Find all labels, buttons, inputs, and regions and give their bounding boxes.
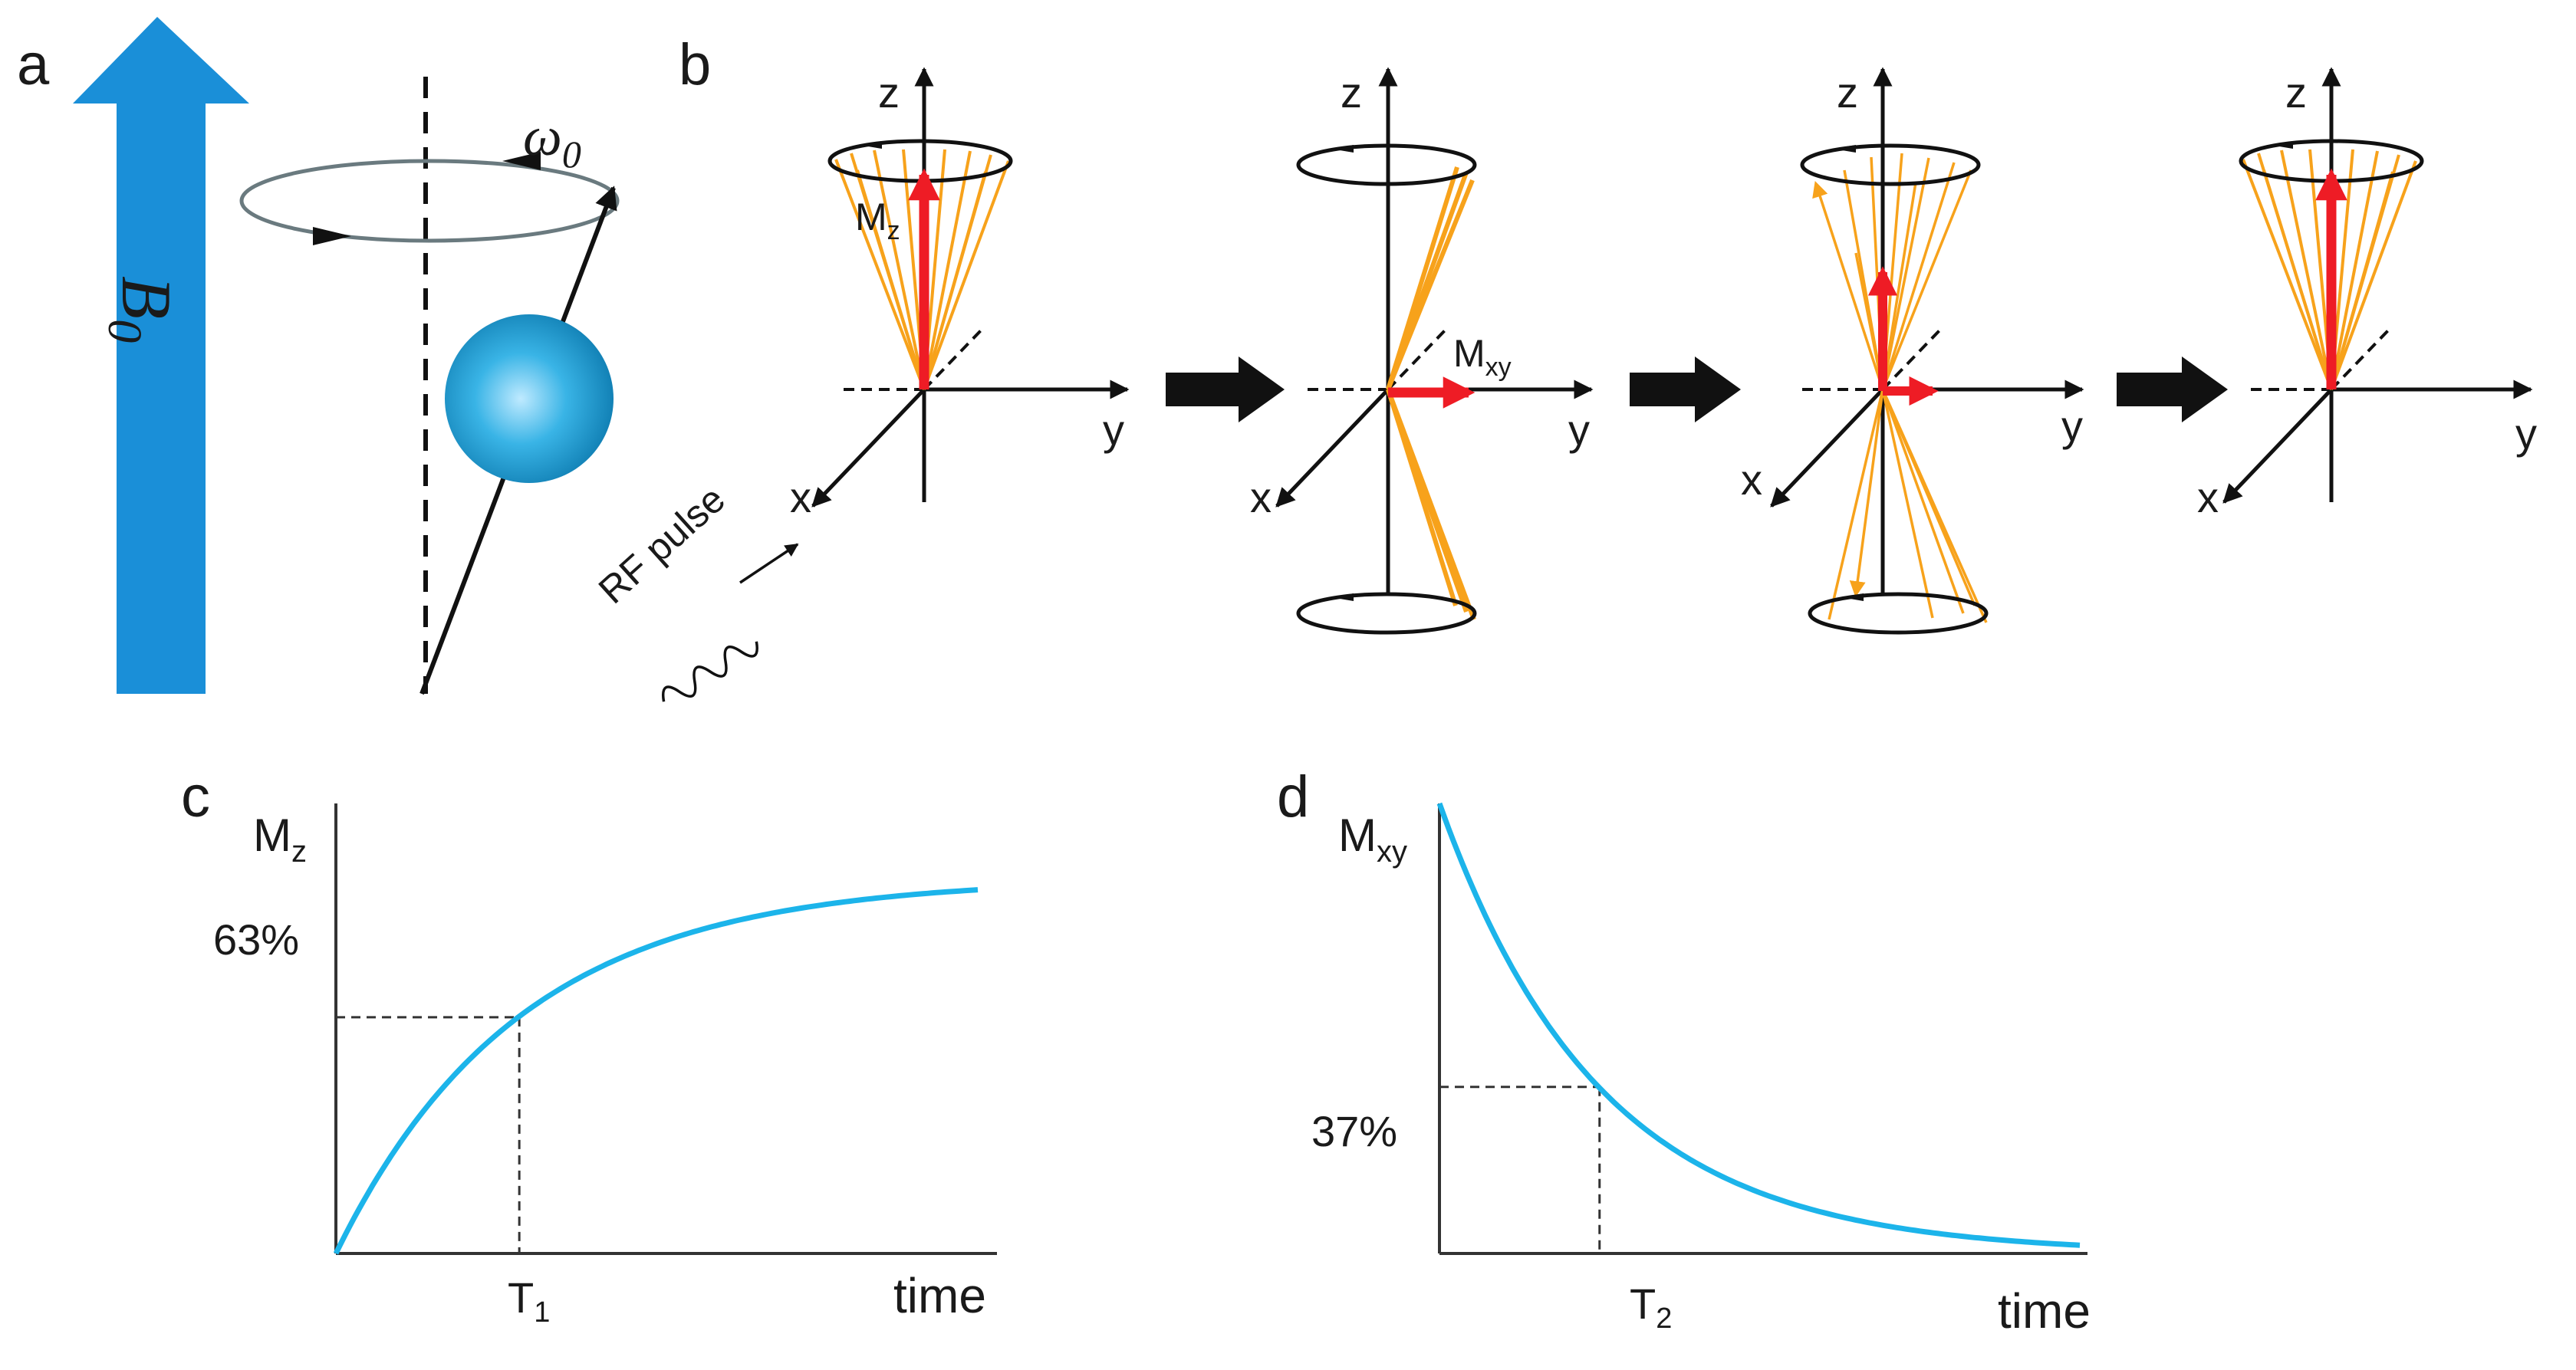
x-axis-back-dashed [2330,328,2390,391]
axis-x-label: x [2197,473,2219,521]
x-axis [1275,388,1390,508]
c-ylabel: Mz [253,810,307,869]
orbit-arrow-back [502,152,541,170]
mxy-label: Mxy [1453,332,1512,382]
x-axis-back-dashed [1387,328,1447,391]
rf-pulse-label: RF pulse [591,478,733,612]
precession-arrow-top [1833,145,1856,153]
panel-b: z y x Mz RF pulse [591,67,2537,702]
precession-orbit [239,159,620,243]
c-marker-y-label: 63% [213,915,299,964]
panel-c: Mz time 63% T1 [213,803,997,1329]
step-arrow-2 [1630,356,1741,422]
rf-pulse-arrow [739,543,799,584]
orbit-arrow-front [313,227,351,245]
frame-4-relaxed: z y x [2197,67,2537,521]
axis-y-label: y [2515,409,2537,458]
axis-z-label: z [1837,68,1858,117]
d-marker-y-label: 37% [1311,1107,1397,1155]
panel-label-a: a [17,32,50,97]
axis-z-label: z [1341,68,1362,117]
d-ylabel: Mxy [1338,810,1407,869]
b0-field-arrow [73,17,249,694]
precession-circle-bottom [1808,592,1989,635]
frame-1-equilibrium: z y x Mz RF pulse [591,67,1130,702]
precession-circle-top [1800,143,1981,186]
frame-3-dephasing: z y x [1741,67,2084,635]
step-arrow-3 [2117,356,2228,422]
panel-a: B0 ω0 [73,17,620,695]
precession-circle-top [1296,143,1477,186]
spin-cone [834,149,1010,390]
panel-label-b: b [679,32,711,97]
t1-recovery-curve [333,887,979,1255]
x-axis-back-dashed [923,328,983,391]
precession-arrow-bottom [1331,593,1354,601]
panel-label-d: d [1277,764,1309,830]
axis-x-label: x [790,473,811,521]
axis-x-label: x [1250,473,1272,521]
precession-circle-bottom [1296,592,1477,635]
rf-wave-icon [662,641,758,702]
x-axis-back-dashed [1881,328,1942,391]
precession-arrow-top [1331,145,1354,153]
frame-2-after-pulse: z y x Mxy [1250,67,1594,635]
t2-decay-curve [1436,802,2081,1248]
spin-bundle [1386,166,1476,621]
panel-d: Mxy time 37% T2 [1311,802,2091,1339]
d-xlabel: time [1998,1283,2091,1339]
nucleus-sphere [445,314,614,483]
axis-y-label: y [1568,406,1590,454]
axis-z-label: z [2285,68,2307,117]
c-xlabel: time [893,1268,986,1323]
axis-y-label: y [2061,402,2083,450]
precession-arrow-bottom [1841,593,1864,601]
axis-x-label: x [1741,455,1762,504]
c-marker-x-label: T1 [508,1273,550,1329]
axis-y-label: y [1103,406,1124,454]
panel-label-c: c [181,764,210,830]
d-marker-x-label: T2 [1630,1280,1672,1335]
x-axis [1770,388,1884,508]
x-axis [811,388,926,508]
axis-z-label: z [878,68,900,117]
b0-label: B0 [98,276,186,343]
omega0-label: ω0 [523,106,581,176]
mz-label: Mz [855,195,900,245]
precession-arrow [2270,141,2293,149]
precession-arrow [859,141,882,149]
x-axis [2222,388,2333,504]
step-arrow-1 [1166,356,1285,422]
